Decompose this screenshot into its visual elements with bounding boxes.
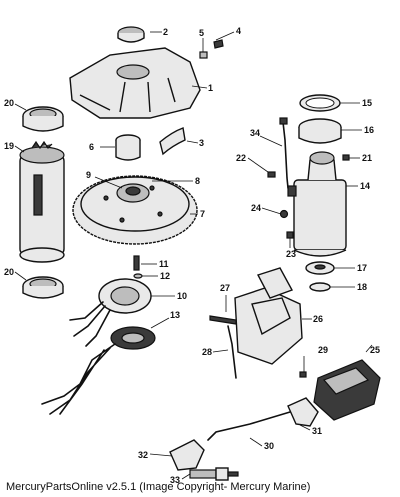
callout-24: 24 [251, 203, 261, 213]
callout-32: 32 [138, 450, 148, 460]
starter-motor [19, 140, 65, 263]
callout-6: 6 [89, 142, 94, 152]
callout-12: 12 [160, 271, 170, 281]
spark-plug [189, 467, 239, 481]
copyright-footer: MercuryPartsOnline v2.5.1 (Image Copyrig… [6, 481, 311, 493]
bushing [115, 134, 141, 161]
callout-11: 11 [159, 259, 169, 269]
lead-wire [207, 411, 291, 441]
cap-ring [298, 118, 342, 144]
leader-lines [14, 31, 373, 480]
ground-strap [227, 325, 237, 379]
flywheel [72, 175, 198, 245]
starter-ring-upper [22, 106, 64, 132]
callout-25: 25 [370, 345, 380, 355]
nut-24 [279, 209, 289, 219]
callout-29: 29 [318, 345, 328, 355]
callout-20-upper: 20 [4, 98, 14, 108]
callout-17: 17 [357, 263, 367, 273]
callout-21: 21 [362, 153, 372, 163]
trigger-assembly [41, 326, 156, 415]
callout-18: 18 [357, 282, 367, 292]
cover-screw [213, 39, 224, 49]
seal-ring [299, 94, 341, 112]
washer [309, 282, 331, 292]
bracket-bolt [209, 315, 237, 325]
cover-bracket [159, 127, 186, 156]
callout-8: 8 [195, 176, 200, 186]
ground-wire [282, 121, 289, 189]
small-screw-23 [286, 231, 294, 239]
plug-cap [169, 439, 205, 471]
callout-22: 22 [236, 153, 246, 163]
stator-washer [133, 273, 143, 279]
callout-31: 31 [312, 426, 322, 436]
callout-16: 16 [364, 125, 374, 135]
callout-5: 5 [199, 28, 204, 38]
callout-23: 23 [286, 249, 296, 259]
callout-13: 13 [170, 310, 180, 320]
mounting-bracket [234, 267, 303, 365]
callout-27: 27 [220, 283, 230, 293]
callout-2: 2 [163, 27, 168, 37]
cover-cap [117, 26, 145, 43]
screw-29 [299, 371, 307, 378]
cover-grommet [199, 51, 208, 59]
flywheel-cover [69, 47, 201, 119]
callout-10: 10 [177, 291, 187, 301]
callout-9: 9 [86, 170, 91, 180]
callout-28: 28 [202, 347, 212, 357]
spacer [305, 261, 335, 275]
spark-boot [287, 397, 319, 427]
callout-33: 33 [170, 475, 180, 485]
callout-4: 4 [236, 26, 241, 36]
stator [69, 278, 152, 347]
callout-34: 34 [250, 128, 260, 138]
rectifier [313, 359, 381, 421]
stator-screw [133, 255, 140, 271]
callout-26: 26 [313, 314, 323, 324]
callout-1: 1 [208, 83, 213, 93]
callout-labels: 1 2 3 4 5 6 7 8 9 10 11 12 13 14 15 16 1… [4, 26, 380, 485]
small-screw-21 [342, 154, 350, 161]
callout-19: 19 [4, 141, 14, 151]
switch-box [287, 151, 347, 257]
callout-3: 3 [199, 138, 204, 148]
starter-ring-lower [22, 276, 64, 299]
callout-14: 14 [360, 181, 370, 191]
callout-15: 15 [362, 98, 372, 108]
callout-30: 30 [264, 441, 274, 451]
callout-20-lower: 20 [4, 267, 14, 277]
callout-7: 7 [200, 209, 205, 219]
small-screw-22 [267, 171, 276, 178]
